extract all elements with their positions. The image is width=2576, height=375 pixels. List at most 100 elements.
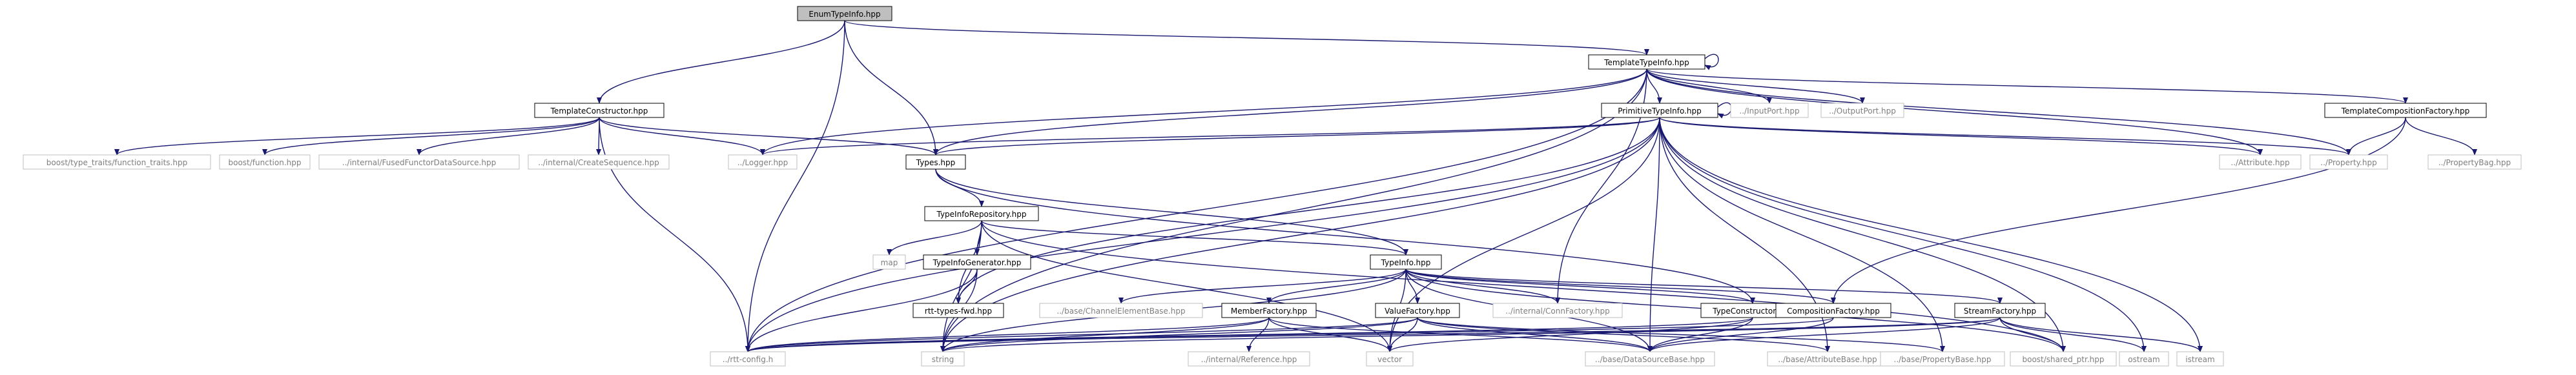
edge-template_constructor-to-function_traits <box>114 117 600 156</box>
node-label: ../base/ChannelElementBase.hpp <box>1056 307 1185 316</box>
node-template-composition-factory[interactable]: TemplateCompositionFactory.hpp <box>2324 103 2487 118</box>
edge-template_constructor-to-boost_function <box>262 117 600 156</box>
node-label: TypeInfo.hpp <box>1381 258 1431 267</box>
edge-template_typeinfo-to-attribute <box>1646 68 2263 156</box>
node-output-port: ../OutputPort.hpp <box>1820 103 1904 118</box>
node-label: PrimitiveTypeInfo.hpp <box>1618 106 1702 116</box>
node-box <box>2176 351 2224 367</box>
edge-primitive_typeinfo-to-ostream <box>1659 117 2147 352</box>
edge-template_typeinfo-to-template_typeinfo <box>1704 54 1719 70</box>
edge-template_typeinfo-to-property <box>1646 68 2351 156</box>
edge-stream_factory-to-istream <box>1999 317 2203 352</box>
node-label: ../internal/Reference.hpp <box>1201 355 1297 364</box>
node-composition-factory[interactable]: CompositionFactory.hpp <box>1775 303 1891 318</box>
node-label: ../internal/ConnFactory.hpp <box>1505 307 1609 316</box>
node-template-constructor[interactable]: TemplateConstructor.hpp <box>534 103 665 118</box>
edge-template_constructor-to-types <box>599 117 938 156</box>
edge-typeinfo-to-stream_factory <box>1405 269 2003 304</box>
edge-template_constructor-to-logger <box>599 117 765 156</box>
edge-primitive_typeinfo-to-data_source_base <box>1647 117 1660 352</box>
node-rtt-types-fwd[interactable]: rtt-types-fwd.hpp <box>912 303 1004 318</box>
edge-template_typeinfo-to-input_port <box>1646 68 1772 104</box>
edge-primitive_typeinfo-to-property <box>1659 117 2351 156</box>
node-label: ../InputPort.hpp <box>1739 106 1799 116</box>
edge-primitive_typeinfo-to-istream <box>1659 117 2203 352</box>
node-box <box>1370 254 1442 270</box>
node-box <box>318 154 520 170</box>
edge-member_factory-to-string <box>940 317 1270 352</box>
node-box <box>1820 103 1904 118</box>
node-label: vector <box>1377 355 1402 364</box>
node-enum[interactable]: EnumTypeInfo.hpp <box>797 6 892 21</box>
node-label: ostream <box>2128 355 2159 364</box>
node-box <box>219 154 311 170</box>
node-typeinfo-repository[interactable]: TypeInfoRepository.hpp <box>924 206 1039 221</box>
nodes-layer: EnumTypeInfo.hppTemplateTypeInfo.hppTemp… <box>23 6 2522 367</box>
node-label: ../internal/FusedFunctorDataSource.hpp <box>342 158 496 167</box>
node-ostream: ostream <box>2119 351 2169 367</box>
edge-stream_factory-to-string <box>940 317 2001 352</box>
edge-enum-to-types <box>844 20 938 156</box>
node-label: TypeConstructor.hpp <box>1712 307 1793 316</box>
node-value-factory[interactable]: ValueFactory.hpp <box>1375 303 1460 318</box>
node-label: ValueFactory.hpp <box>1385 307 1450 316</box>
node-box <box>797 6 892 21</box>
edge-typeinfo-to-type_constructor <box>1405 269 1755 304</box>
edge-typeinfo_repository-to-vector <box>981 220 1392 352</box>
node-label: CompositionFactory.hpp <box>1787 307 1880 316</box>
edge-enum-to-template_typeinfo <box>844 20 1649 56</box>
edge-template_constructor-to-rtt_config <box>599 117 750 352</box>
edge-primitive_typeinfo-to-attribute <box>1659 117 2263 156</box>
node-box <box>1492 303 1623 318</box>
edge-typeinfo_generator-to-rtt_config <box>745 269 978 352</box>
edge-enum-to-rtt_config <box>745 20 845 352</box>
node-typeinfo-generator[interactable]: TypeInfoGenerator.hpp <box>923 254 1031 270</box>
node-property-base: ../base/PropertyBase.hpp <box>1880 351 2005 367</box>
edge-typeinfo_repository-to-map <box>887 220 982 256</box>
node-box <box>710 351 786 367</box>
node-label: ../Logger.hpp <box>737 158 788 167</box>
node-box <box>2219 154 2302 170</box>
node-label: ../internal/CreateSequence.hpp <box>538 158 659 167</box>
node-primitive-typeinfo[interactable]: PrimitiveTypeInfo.hpp <box>1601 103 1718 118</box>
node-create-sequence: ../internal/CreateSequence.hpp <box>528 154 670 170</box>
edge-typeinfo-to-channel_element_base <box>1118 269 1406 304</box>
node-typeinfo[interactable]: TypeInfo.hpp <box>1370 254 1442 270</box>
node-box <box>1039 303 1203 318</box>
node-label: map <box>881 258 898 267</box>
edge-enum-to-template_constructor <box>597 20 845 104</box>
edge-composition_factory-to-data_source_base <box>1647 317 1834 352</box>
edges-layer <box>114 20 2477 352</box>
node-box <box>912 303 1004 318</box>
node-label: rtt-types-fwd.hpp <box>925 307 992 316</box>
node-box <box>534 103 665 118</box>
node-box <box>1775 303 1891 318</box>
edge-type_constructor-to-data_source_base <box>1647 317 1753 352</box>
node-box <box>528 154 670 170</box>
node-template-typeinfo[interactable]: TemplateTypeInfo.hpp <box>1588 54 1705 70</box>
node-label: ../base/PropertyBase.hpp <box>1894 355 1992 364</box>
node-box <box>2309 154 2388 170</box>
node-member-factory[interactable]: MemberFactory.hpp <box>1221 303 1317 318</box>
edge-typeinfo_repository-to-shared_ptr <box>981 220 2066 352</box>
node-fused-functor: ../internal/FusedFunctorDataSource.hpp <box>318 154 520 170</box>
node-types[interactable]: Types.hpp <box>905 154 966 170</box>
edge-member_factory-to-vector <box>1268 317 1392 352</box>
node-box <box>1601 103 1718 118</box>
node-box <box>2427 154 2522 170</box>
node-label: boost/shared_ptr.hpp <box>2023 355 2105 364</box>
edge-stream_factory-to-rtt_config <box>745 317 2001 352</box>
node-box <box>1954 303 2046 318</box>
node-box <box>1588 54 1705 70</box>
node-label: TypeInfoRepository.hpp <box>936 210 1026 219</box>
edge-primitive_typeinfo-to-property_base <box>1659 117 1945 352</box>
edge-template_typeinfo-to-template_composition_factory <box>1646 68 2408 104</box>
node-box <box>1730 103 1809 118</box>
edge-primitive_typeinfo-to-primitive_typeinfo <box>1717 102 1732 119</box>
node-box <box>1585 351 1715 367</box>
edge-primitive_typeinfo-to-logger <box>760 117 1660 156</box>
edge-types-to-type_constructor <box>935 168 1755 304</box>
node-map: map <box>872 254 906 270</box>
node-stream-factory[interactable]: StreamFactory.hpp <box>1954 303 2046 318</box>
